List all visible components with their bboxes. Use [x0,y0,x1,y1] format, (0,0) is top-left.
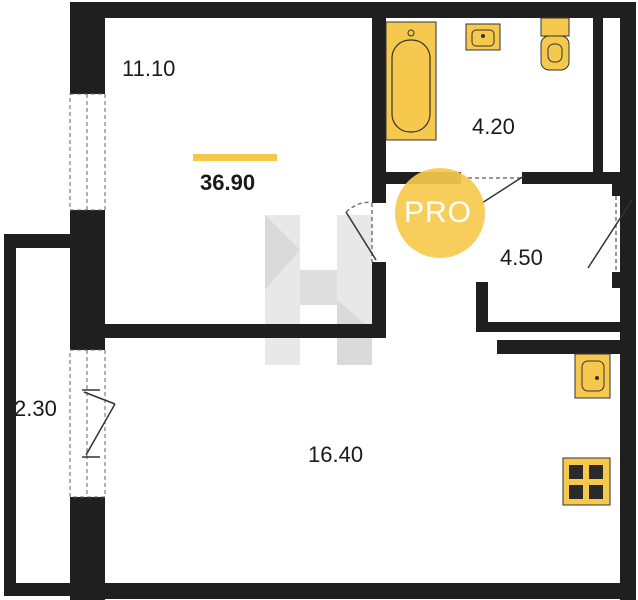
stove-icon [562,457,611,506]
bathroom-door [461,175,525,204]
window-kitchen [69,349,106,498]
room-area-balcony: 2.30 [14,396,57,421]
room-area-bathroom: 4.20 [472,114,515,139]
toilet-icon [540,17,570,71]
watermark-logo [265,215,372,365]
kitchen-sink-icon [574,353,611,399]
bathtub-icon [385,21,437,141]
pro-badge [395,168,485,258]
total-area-accent [193,154,277,161]
room-area-living: 11.10 [122,56,176,81]
pro-badge-label: PRO [404,196,473,229]
sink-icon [465,23,501,51]
walls [4,2,636,600]
room-area-hallway: 4.50 [500,245,543,270]
balcony-door [82,389,116,458]
total-area: 36.90 [200,170,256,195]
window-living [69,93,106,211]
room-area-kitchen-living: 16.40 [308,442,364,467]
hallway-door [587,196,633,272]
living-door [345,201,377,262]
